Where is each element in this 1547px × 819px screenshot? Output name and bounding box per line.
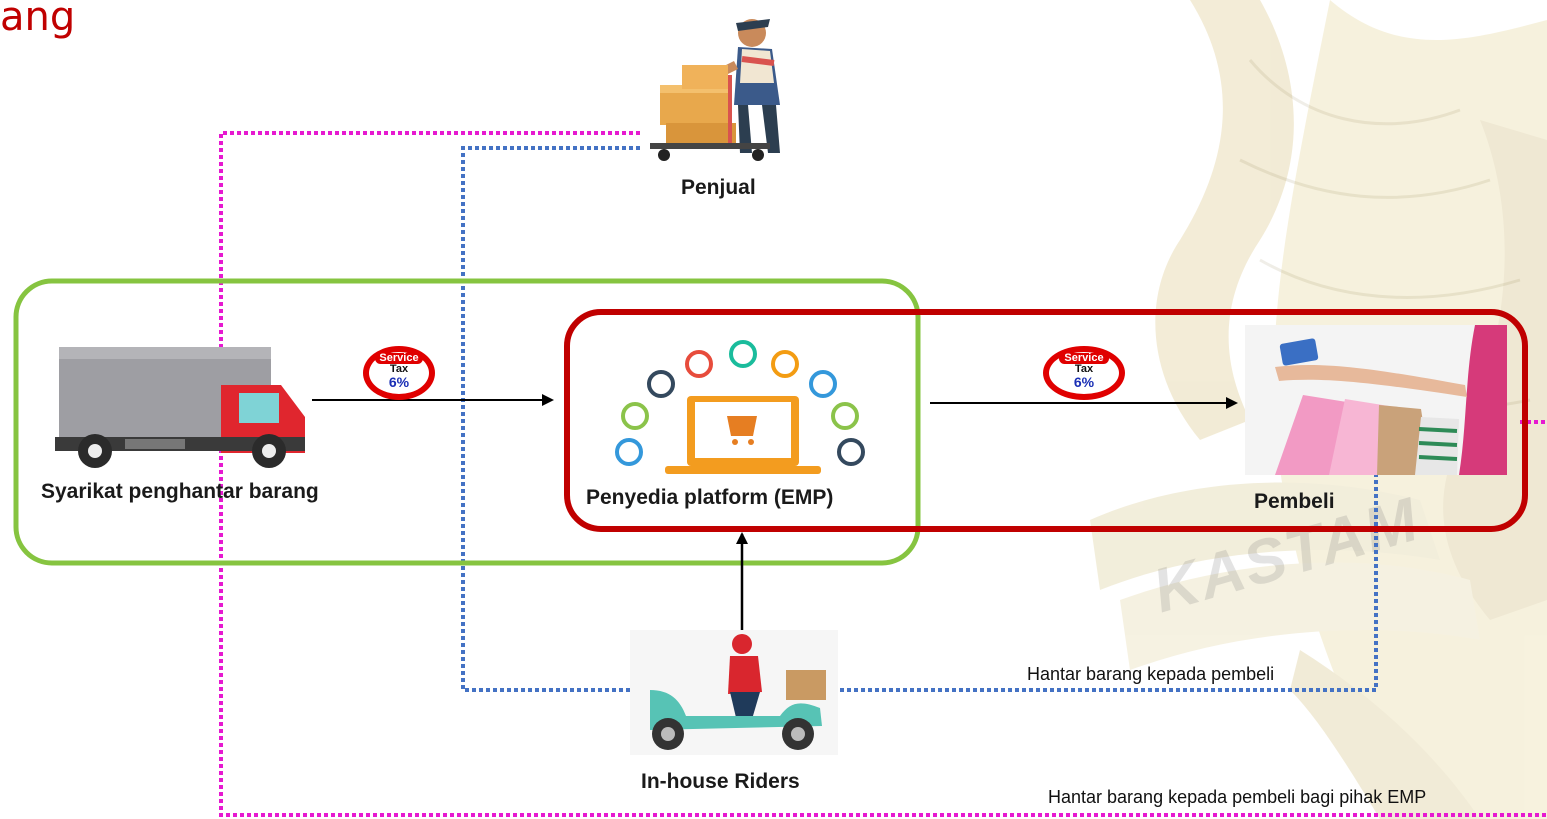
rider-illustration [630,630,838,755]
buyer-illustration [1245,325,1507,475]
blue-route-line-right [840,470,1378,692]
truck-icon [55,347,305,468]
riders-label: In-house Riders [641,770,800,793]
badge-line-service: Service [375,353,423,364]
courier-label: Syarikat penghantar barang [41,480,319,503]
buyer-label: Pembeli [1254,490,1335,513]
magenta-route-line [219,131,1547,817]
badge-line-service: Service [1059,353,1109,364]
service-tax-badge: Service Tax 6% [363,346,435,400]
seller-illustration [650,19,780,161]
green-group-box [13,278,921,566]
page-title: ang [0,0,76,40]
badge-line-percent: 6% [388,374,410,390]
magenta-route-label: Hantar barang kepada pembeli bagi pihak … [1048,787,1427,807]
badge-line-tax: Tax [1074,363,1094,375]
blue-route-label: Hantar barang kepada pembeli [1027,664,1275,684]
seller-label: Penjual [681,176,756,199]
platform-label: Penyedia platform (EMP) [586,486,834,509]
blue-route-line [461,146,640,692]
badge-line-tax: Tax [389,363,409,375]
service-tax-badge: Service Tax 6% [1043,346,1125,400]
badge-line-percent: 6% [1073,374,1095,390]
platform-illustration [615,340,865,474]
red-group-box [564,309,1528,532]
